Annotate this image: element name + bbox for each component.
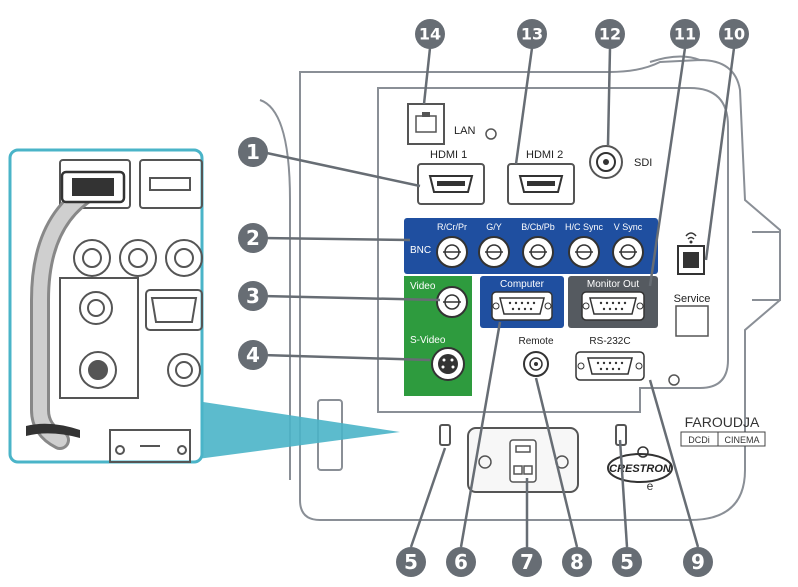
svg-text:2: 2 [246, 226, 260, 250]
power-inlet [467, 427, 579, 493]
video-panel: Video S-Video [404, 276, 472, 396]
faroudja-logo: FAROUDJA DCDi CINEMA [680, 414, 766, 447]
bnc-g-label: G/Y [486, 222, 502, 232]
callout-3: 3 [238, 281, 268, 311]
svg-text:1: 1 [246, 140, 260, 164]
computer-label: Computer [500, 279, 545, 290]
lens-arc [259, 99, 291, 480]
svg-text:8: 8 [570, 550, 584, 574]
bnc-v-label: V Sync [614, 222, 643, 232]
hdmi2-label: HDMI 2 [526, 149, 563, 161]
inset-view [8, 148, 400, 464]
sdi-port: SDI [589, 145, 652, 179]
callout-6: 6 [446, 547, 476, 577]
hdmi2-port: HDMI 2 [507, 149, 575, 205]
svg-text:14: 14 [419, 25, 441, 44]
bnc-r-label: R/Cr/Pr [437, 222, 467, 232]
svg-text:13: 13 [521, 25, 543, 44]
security-slot-left [439, 424, 451, 446]
svg-text:6: 6 [454, 550, 468, 574]
callout-11: 11 [670, 19, 700, 49]
service-label: Service [674, 293, 711, 305]
svg-text:3: 3 [246, 284, 260, 308]
callout-leaders [261, 47, 736, 548]
dcdi-label: DCDi [688, 435, 710, 445]
remote-port: Remote [518, 336, 554, 377]
svg-text:11: 11 [674, 25, 696, 44]
crestron-logo: CRESTRON e [607, 446, 673, 493]
callout-12: 12 [595, 19, 625, 49]
lan-port: LAN [407, 103, 497, 145]
svg-text:10: 10 [723, 25, 745, 44]
bnc-label: BNC [410, 245, 431, 256]
monitor-out-port: Monitor Out [568, 276, 658, 328]
callout-4: 4 [238, 340, 268, 370]
svg-text:5: 5 [620, 550, 634, 574]
bnc-b-label: B/Cb/Pb [521, 222, 555, 232]
callout-1: 1 [238, 137, 268, 167]
hdmi1-port: HDMI 1 [417, 149, 485, 205]
sdi-label: SDI [634, 157, 652, 169]
lan-label: LAN [454, 125, 475, 137]
svg-text:9: 9 [691, 550, 705, 574]
callout-8: 8 [562, 547, 592, 577]
svideo-label: S-Video [410, 335, 446, 346]
monitor-out-label: Monitor Out [587, 279, 639, 290]
rs232c-port: RS-232C [575, 336, 680, 386]
svg-text:12: 12 [599, 25, 621, 44]
svg-text:7: 7 [520, 550, 534, 574]
cinema-label: CINEMA [724, 435, 759, 445]
callouts: 1 2 3 4 5 6 7 8 5 9 10 11 12 13 14 [238, 19, 749, 577]
svg-text:4: 4 [246, 343, 260, 367]
callout-5b: 5 [612, 547, 642, 577]
callout-13: 13 [517, 19, 547, 49]
callout-9: 9 [683, 547, 713, 577]
service-area: Service [674, 232, 711, 337]
callout-10: 10 [719, 19, 749, 49]
callout-2: 2 [238, 223, 268, 253]
remote-label: Remote [518, 336, 553, 347]
svg-text:e: e [647, 479, 654, 493]
rs232c-label: RS-232C [589, 336, 630, 347]
bnc-h-label: H/C Sync [565, 222, 604, 232]
callout-14: 14 [415, 19, 445, 49]
hdmi1-label: HDMI 1 [430, 149, 467, 161]
callout-7: 7 [512, 547, 542, 577]
bnc-panel: BNC R/Cr/Pr G/Y B/Cb/Pb H/C Sync V Sync [404, 218, 658, 274]
callout-5a: 5 [396, 547, 426, 577]
crestron-label: CRESTRON [609, 463, 672, 475]
video-label: Video [410, 281, 436, 292]
computer-port: Computer [480, 276, 564, 328]
faroudja-label: FAROUDJA [685, 414, 760, 430]
svg-text:5: 5 [404, 550, 418, 574]
